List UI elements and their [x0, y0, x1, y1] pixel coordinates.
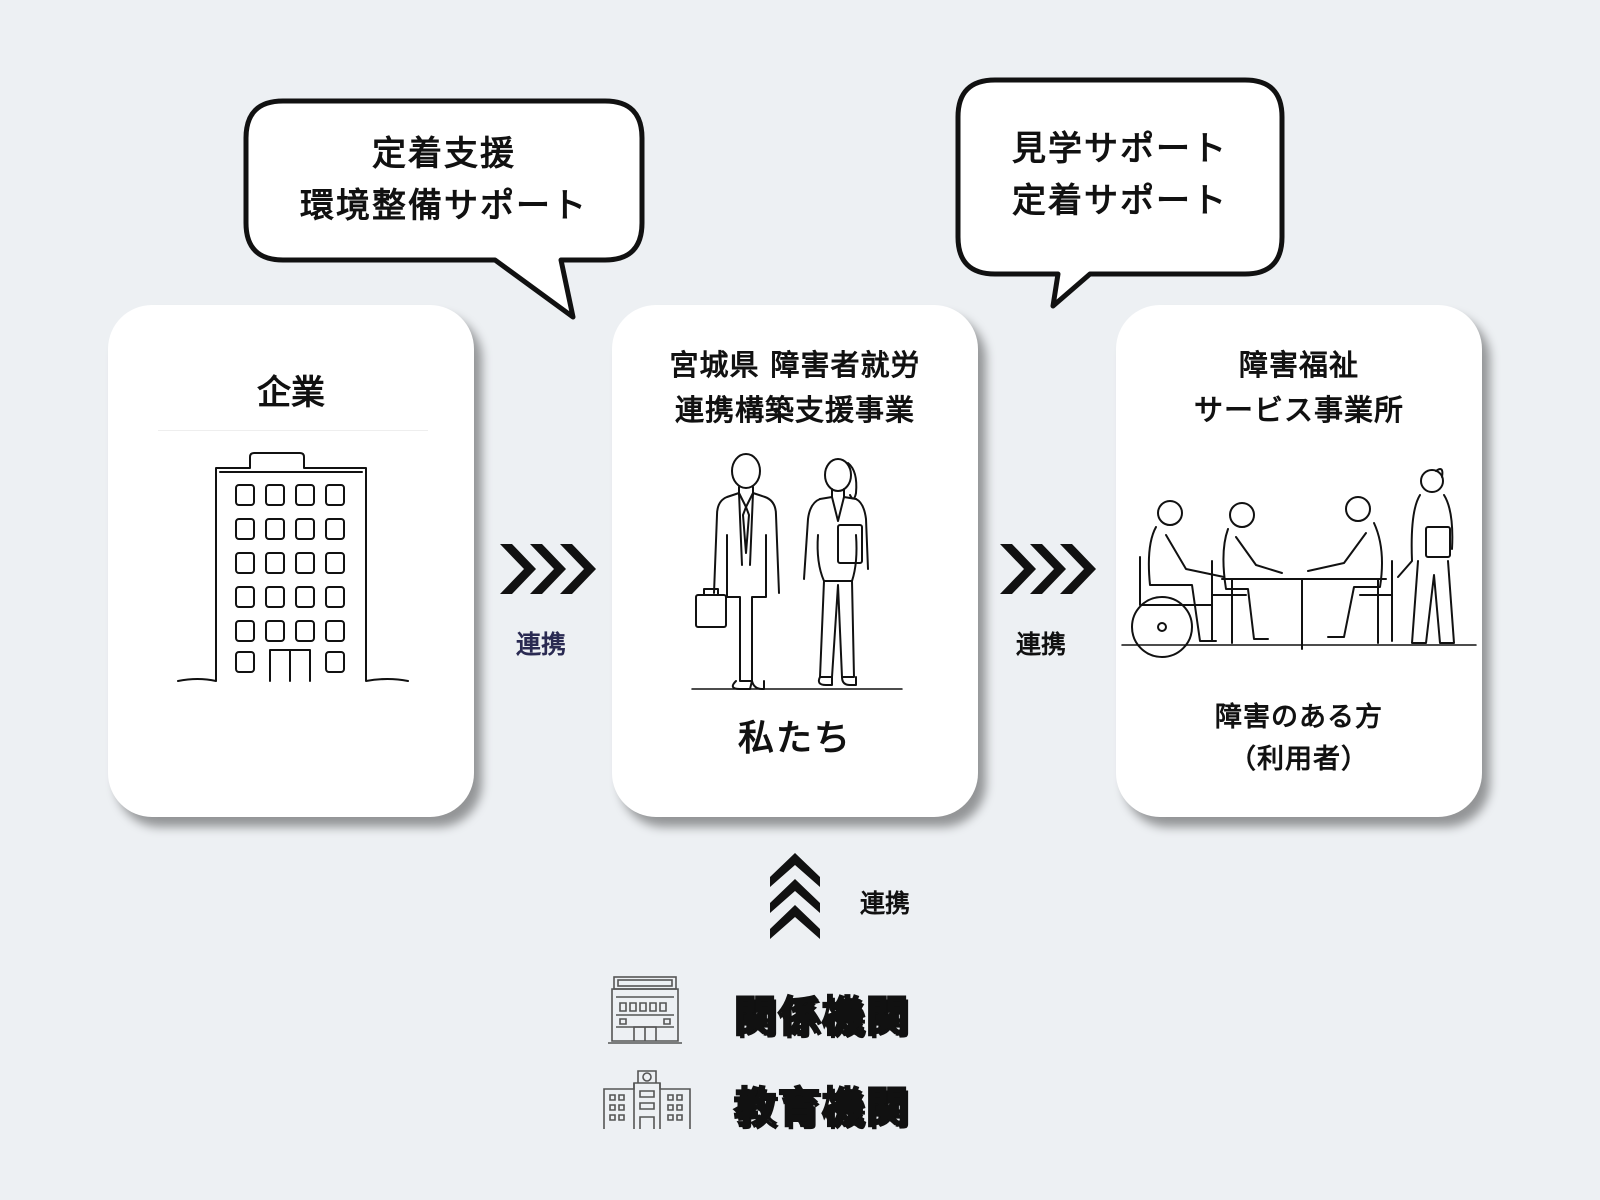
school-building-icon	[603, 1070, 691, 1129]
card-welfare: 障害福祉 サービス事業所	[1116, 305, 1482, 817]
office-building-icon	[177, 452, 409, 682]
bubble-left-text: 定着支援 環境整備サポート	[243, 128, 645, 232]
institution-label-government: 関係機関	[733, 991, 911, 1042]
card-us-title-line2: 連携構築支援事業	[674, 393, 915, 427]
speech-bubble-left: 定着支援 環境整備サポート	[243, 98, 645, 322]
bubble-right-line2: 定着サポート	[1012, 181, 1228, 221]
speech-bubble-right: 見学サポート 定着サポート	[955, 77, 1285, 309]
card-us: 宮城県 障害者就労 連携構築支援事業 私たち	[612, 305, 978, 817]
card-welfare-caption: 障害のある方 （利用者）	[1116, 697, 1482, 781]
bubble-right-text: 見学サポート 定着サポート	[955, 123, 1285, 227]
card-welfare-title-line2: サービス事業所	[1193, 393, 1404, 427]
chevrons-up-icon	[770, 853, 820, 939]
card-welfare-title: 障害福祉 サービス事業所	[1116, 343, 1482, 433]
card-us-title-line1: 宮城県 障害者就労	[669, 348, 921, 382]
card-us-title: 宮城県 障害者就労 連携構築支援事業	[612, 343, 978, 433]
card-company-title: 企業	[257, 373, 325, 413]
link-label-bottom: 連携	[860, 889, 911, 918]
link-label-left: 連携	[516, 630, 567, 659]
card-company-divider	[158, 430, 428, 431]
chevrons-right-icon-left	[500, 544, 596, 594]
speech-bubble-left-shape	[243, 98, 645, 320]
speech-bubble-right-shape	[955, 77, 1285, 309]
bubble-left-line2: 環境整備サポート	[300, 186, 588, 226]
card-company: 企業	[108, 305, 474, 817]
bubble-right-line1: 見学サポート	[1012, 129, 1228, 169]
chevrons-right-icon-right	[1000, 544, 1096, 594]
business-people-icon	[691, 453, 903, 690]
bubble-left-line1: 定着支援	[372, 134, 516, 174]
card-welfare-caption-line2: （利用者）	[1229, 744, 1369, 775]
group-meeting-icon	[1121, 468, 1477, 658]
government-building-icon	[608, 976, 682, 1044]
link-label-right: 連携	[1016, 630, 1067, 659]
card-us-caption: 私たち	[737, 718, 852, 759]
card-welfare-title-line1: 障害福祉	[1238, 348, 1359, 382]
card-welfare-caption-line1: 障害のある方	[1215, 702, 1383, 733]
institution-label-school: 教育機関	[733, 1082, 911, 1133]
